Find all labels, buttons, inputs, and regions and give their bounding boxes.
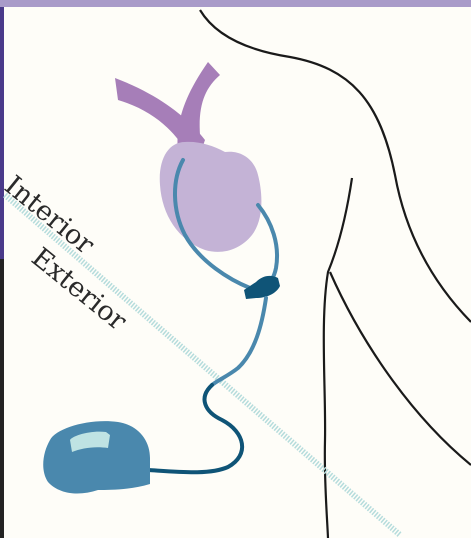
arm-outline-right xyxy=(330,272,471,465)
arm-outline-left xyxy=(324,178,352,538)
connector-icon xyxy=(244,276,280,299)
external-cable xyxy=(148,385,242,472)
lead-wire-loop xyxy=(258,205,277,288)
lead-wire-to-exit xyxy=(212,298,266,385)
pump-device-icon xyxy=(43,421,150,493)
